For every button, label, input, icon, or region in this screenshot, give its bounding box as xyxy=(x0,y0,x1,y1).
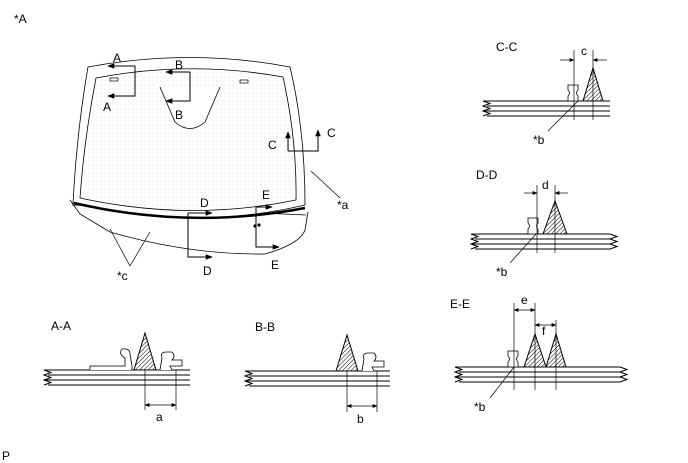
callout-c: *c xyxy=(117,269,128,283)
body-panel-lines xyxy=(44,369,190,386)
footer-code: P xyxy=(2,449,10,463)
callout-b-cc: *b xyxy=(533,133,545,147)
section-c-label-right: C xyxy=(327,126,336,140)
windshield-main-view: A A B B C C D D E E *a *c xyxy=(69,51,349,283)
section-b-label-bottom: B xyxy=(175,108,183,122)
body-panel-lines xyxy=(483,100,610,117)
section-a-label-bottom: A xyxy=(103,100,111,114)
dim-f-label: f xyxy=(542,324,546,338)
section-e-e-title: E-E xyxy=(450,297,470,311)
callout-b-dd: *b xyxy=(496,265,508,279)
break-mark xyxy=(453,366,464,383)
callout-c-leader xyxy=(109,228,131,267)
retainer-clip xyxy=(159,351,183,371)
dim-c-label: c xyxy=(581,44,587,58)
callout-b-leader xyxy=(509,233,537,264)
section-d-d-title: D-D xyxy=(476,168,498,182)
retainer-clip xyxy=(361,352,385,372)
section-d-d-view: D-D d *b xyxy=(469,168,619,279)
section-c-c-view: C-C c *b xyxy=(481,40,610,147)
section-d-line xyxy=(187,213,213,260)
spacer-dot xyxy=(257,223,261,227)
clip-left xyxy=(109,77,119,82)
callout-b-leader xyxy=(547,100,579,132)
section-e-label-bottom: E xyxy=(271,258,279,272)
section-a-a-title: A-A xyxy=(51,319,71,333)
section-a-line xyxy=(107,66,136,99)
section-e-e-view: E-E e f *b xyxy=(450,293,629,414)
figure-id-label: *A xyxy=(14,12,27,26)
callout-c-leader xyxy=(129,231,151,267)
break-mark xyxy=(243,370,254,387)
body-panel-lines xyxy=(245,370,390,387)
section-b-b-title: B-B xyxy=(255,320,275,334)
section-a-a-view: A-A a xyxy=(42,319,190,424)
section-c-label-left: C xyxy=(268,138,277,152)
section-b-line xyxy=(165,72,191,104)
clip-right xyxy=(239,79,249,84)
callout-a-leader xyxy=(310,170,341,199)
dim-a-label: a xyxy=(156,410,163,424)
section-e-label-top: E xyxy=(262,188,270,202)
section-e-line xyxy=(255,207,280,250)
spacer-block xyxy=(507,350,519,368)
section-b-label-top: B xyxy=(175,58,183,72)
mirror-bracket-area xyxy=(159,86,221,129)
section-c-line xyxy=(288,129,321,152)
dim-e-label: e xyxy=(521,293,528,307)
body-panel-lines xyxy=(471,233,610,250)
section-b-b-view: B-B b xyxy=(243,320,390,426)
adhesive-bead xyxy=(133,331,157,371)
callout-b-leader xyxy=(489,366,515,399)
spacer-block xyxy=(527,217,539,235)
body-panel-lines xyxy=(455,366,620,383)
break-mark xyxy=(42,369,53,386)
section-a-label-top: A xyxy=(113,51,121,65)
break-mark xyxy=(608,233,619,250)
section-d-label-top: D xyxy=(200,196,209,210)
windshield-glass xyxy=(79,68,297,211)
spacer-block xyxy=(567,84,579,102)
dim-d-label: d xyxy=(542,178,549,192)
break-mark xyxy=(469,233,480,250)
break-mark xyxy=(618,366,629,383)
callout-b-ee: *b xyxy=(474,400,486,414)
section-d-label-bottom: D xyxy=(203,264,212,278)
molding-profile xyxy=(89,348,133,370)
callout-a: *a xyxy=(337,198,349,212)
break-mark xyxy=(481,100,492,117)
section-c-c-title: C-C xyxy=(496,40,518,54)
lower-molding xyxy=(73,201,306,220)
dim-b-label: b xyxy=(357,412,364,426)
adhesive-bead xyxy=(335,333,359,372)
